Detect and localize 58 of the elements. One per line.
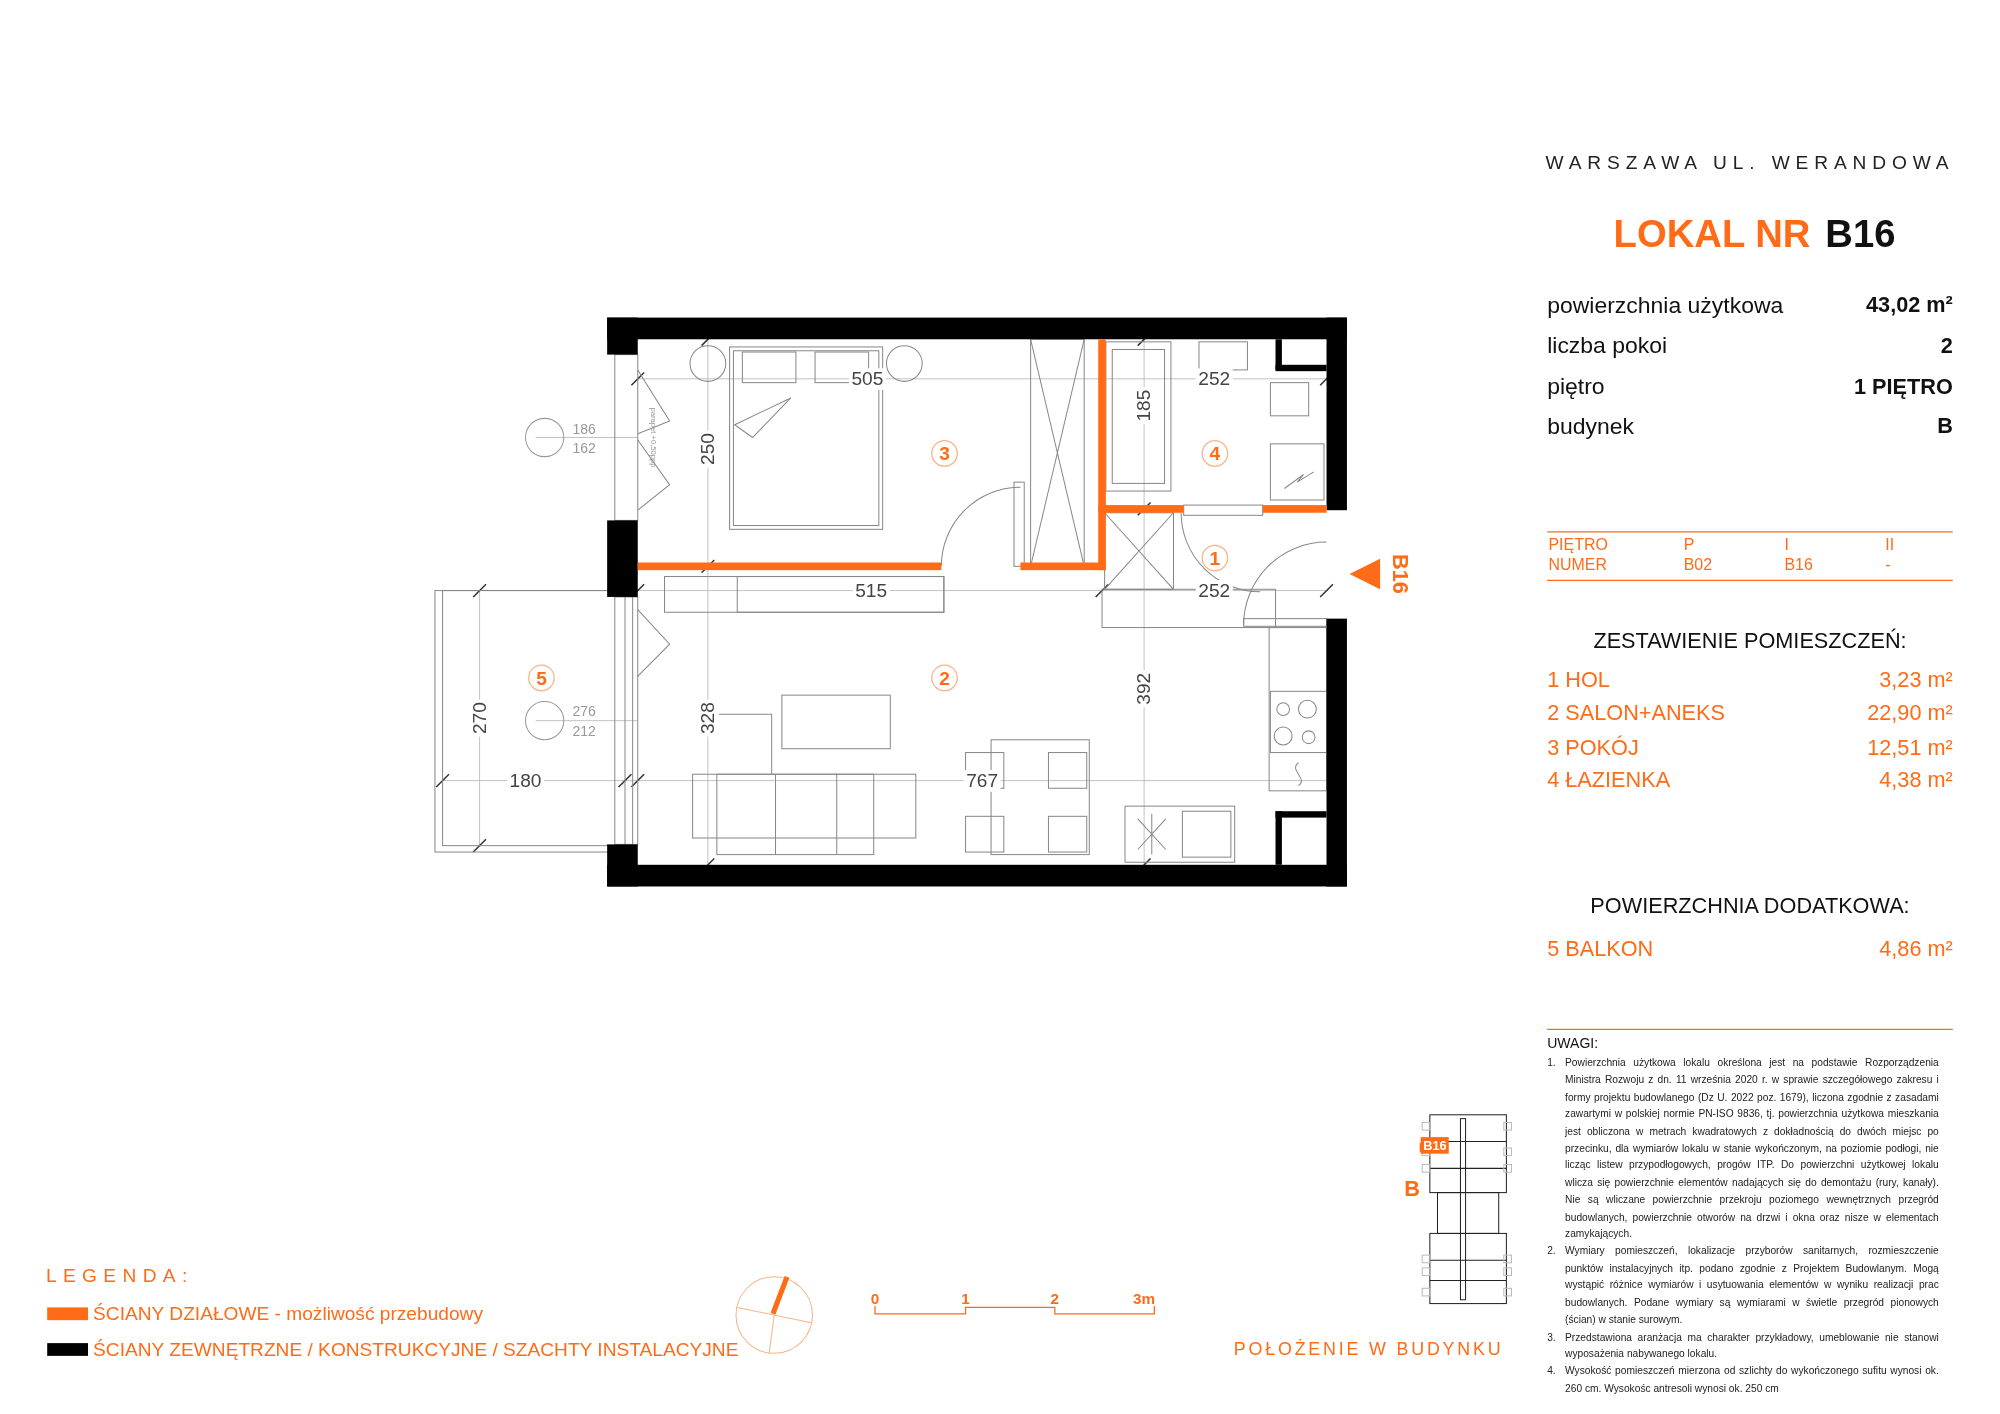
scale-label: 1 — [961, 1291, 970, 1309]
note-text: Wymiary pomieszczeń, lokalizacje przyborów sanitarnych, rozmieszczenie punktów instalacyjnych itp. podano zgodnie z Projektem Budowlanym. Mogą wystąpić różnice wymiarów i usytuowania elementów w wyniku realizacji prac budowlanych. Podane wymiary są wymiarami w świetle przegród pionowych (ścian) w stanie surowym. — [1565, 1244, 1939, 1328]
scale-label: 2 — [1050, 1291, 1060, 1309]
note-number: 3. — [1547, 1330, 1557, 1345]
room-area: 4,38 m² — [1879, 768, 1953, 793]
room-name: 4 ŁAZIENKA — [1547, 768, 1671, 793]
note-number: 1. — [1547, 1056, 1557, 1071]
room-name: 3 POKÓJ — [1547, 736, 1639, 761]
entrance-label: B16 — [1387, 554, 1412, 594]
info-value: 43,02 m² — [1866, 294, 1953, 319]
room-number-marker: 2 — [931, 664, 958, 692]
note-text: Przedstawiona aranżacja ma charakter przykładowy, umeblowanie nie stanowi wyposażenia nabywanego lokalu. — [1565, 1330, 1939, 1362]
note-text: Wysokość pomieszczeń mierzona od szlichty do wykończonego sufitu wynosi ok. 260 cm. Wysokośc antresoli wynosi ok. 250 cm — [1565, 1364, 1939, 1396]
room-number-marker: 4 — [1201, 440, 1229, 467]
table-cell: NUMER — [1548, 557, 1607, 576]
table-cell: PIĘTRO — [1548, 537, 1608, 555]
section-heading: ZESTAWIENIE POMIESZCZEŃ: — [1593, 629, 1907, 654]
room-name: 5 BALKON — [1547, 938, 1654, 963]
legend-text: ŚCIANY DZIAŁOWE - możliwość przebudowy — [93, 1302, 483, 1324]
address-text: WARSZAWA UL. WERANDOWA — [1545, 152, 1955, 174]
unit-number: B16 — [1825, 212, 1896, 255]
room-number-marker: 1 — [1201, 544, 1229, 572]
note-text: Powierzchnia użytkowa lokalu określona jest na podstawie Rozporządzenia Ministra Rozwoju z dn. 11 września 2020 r. w sprawie szczegółowego zakresu i formy projektu budowlanego (Dz U. 2022 poz. 1679), liczona zgodnie z zasadami zawartymi w polskiej normie PN-ISO 9836, tj. powierzchnia użytkowa mieszkania jest obliczona w metrach kwadratowych z dokładnością do dwóch miejsc po przecinku, dla wymiarów lokalu w stanie wykończonym, na poziomie podłogi, nie licząc listew przypodłogowych, progów ITP. Do powierzchni użytkowej lokalu wlicza się powierzchnie elementów nadających się do demontażu (rury, kanały). Nie są wliczane powierzchnie przekroju poziomego wewnętrznych przegród budowlanych, powierzchnie otworów na drzwi i okna oraz nisze w elementach zamykających. — [1565, 1056, 1939, 1242]
building-letter: B — [1404, 1178, 1420, 1202]
notes-heading: UWAGI: — [1547, 1035, 1599, 1052]
table-cell: B02 — [1683, 557, 1713, 576]
info-label: liczba pokoi — [1547, 334, 1668, 360]
unit-location-marker: B16 — [1420, 1137, 1450, 1154]
table-cell: P — [1683, 537, 1695, 555]
legend-heading: LEGENDA: — [45, 1265, 194, 1287]
note-number: 2. — [1547, 1244, 1557, 1259]
dimension-label: 767 — [963, 770, 1001, 792]
info-label: powierzchnia użytkowa — [1547, 293, 1784, 319]
room-number-marker: 5 — [528, 664, 555, 692]
info-value: 2 — [1940, 335, 1953, 359]
table-cell: B16 — [1784, 557, 1813, 576]
info-label: piętro — [1547, 375, 1605, 401]
unit-heading: LOKAL NR — [1613, 212, 1811, 255]
scale-label: 0 — [870, 1291, 880, 1309]
note-number: 4. — [1547, 1364, 1557, 1379]
table-cell: - — [1885, 557, 1891, 576]
info-value: B — [1937, 415, 1953, 440]
section-heading: POWIERZCHNIA DODATKOWA: — [1590, 894, 1910, 919]
legend-text: ŚCIANY ZEWNĘTRZNE / KONSTRUKCYJNE / SZACHTY INSTALACYJNE — [93, 1338, 739, 1360]
table-cell: I — [1784, 537, 1789, 555]
room-area: 4,86 m² — [1879, 938, 1953, 963]
room-area: 12,51 m² — [1867, 736, 1953, 761]
room-area: 3,23 m² — [1879, 669, 1953, 694]
info-value: 1 PIĘTRO — [1854, 375, 1953, 400]
room-name: 2 SALON+ANEKS — [1547, 702, 1725, 727]
room-number-marker: 3 — [931, 440, 958, 467]
info-label: budynek — [1547, 414, 1634, 440]
room-area: 22,90 m² — [1867, 702, 1953, 727]
scale-label: 3m — [1133, 1291, 1156, 1309]
caption-text: POŁOŻENIE W BUDYNKU — [1233, 1339, 1504, 1360]
room-name: 1 HOL — [1547, 669, 1610, 694]
table-cell: II — [1885, 537, 1895, 555]
dimension-label: 505 — [848, 368, 886, 390]
